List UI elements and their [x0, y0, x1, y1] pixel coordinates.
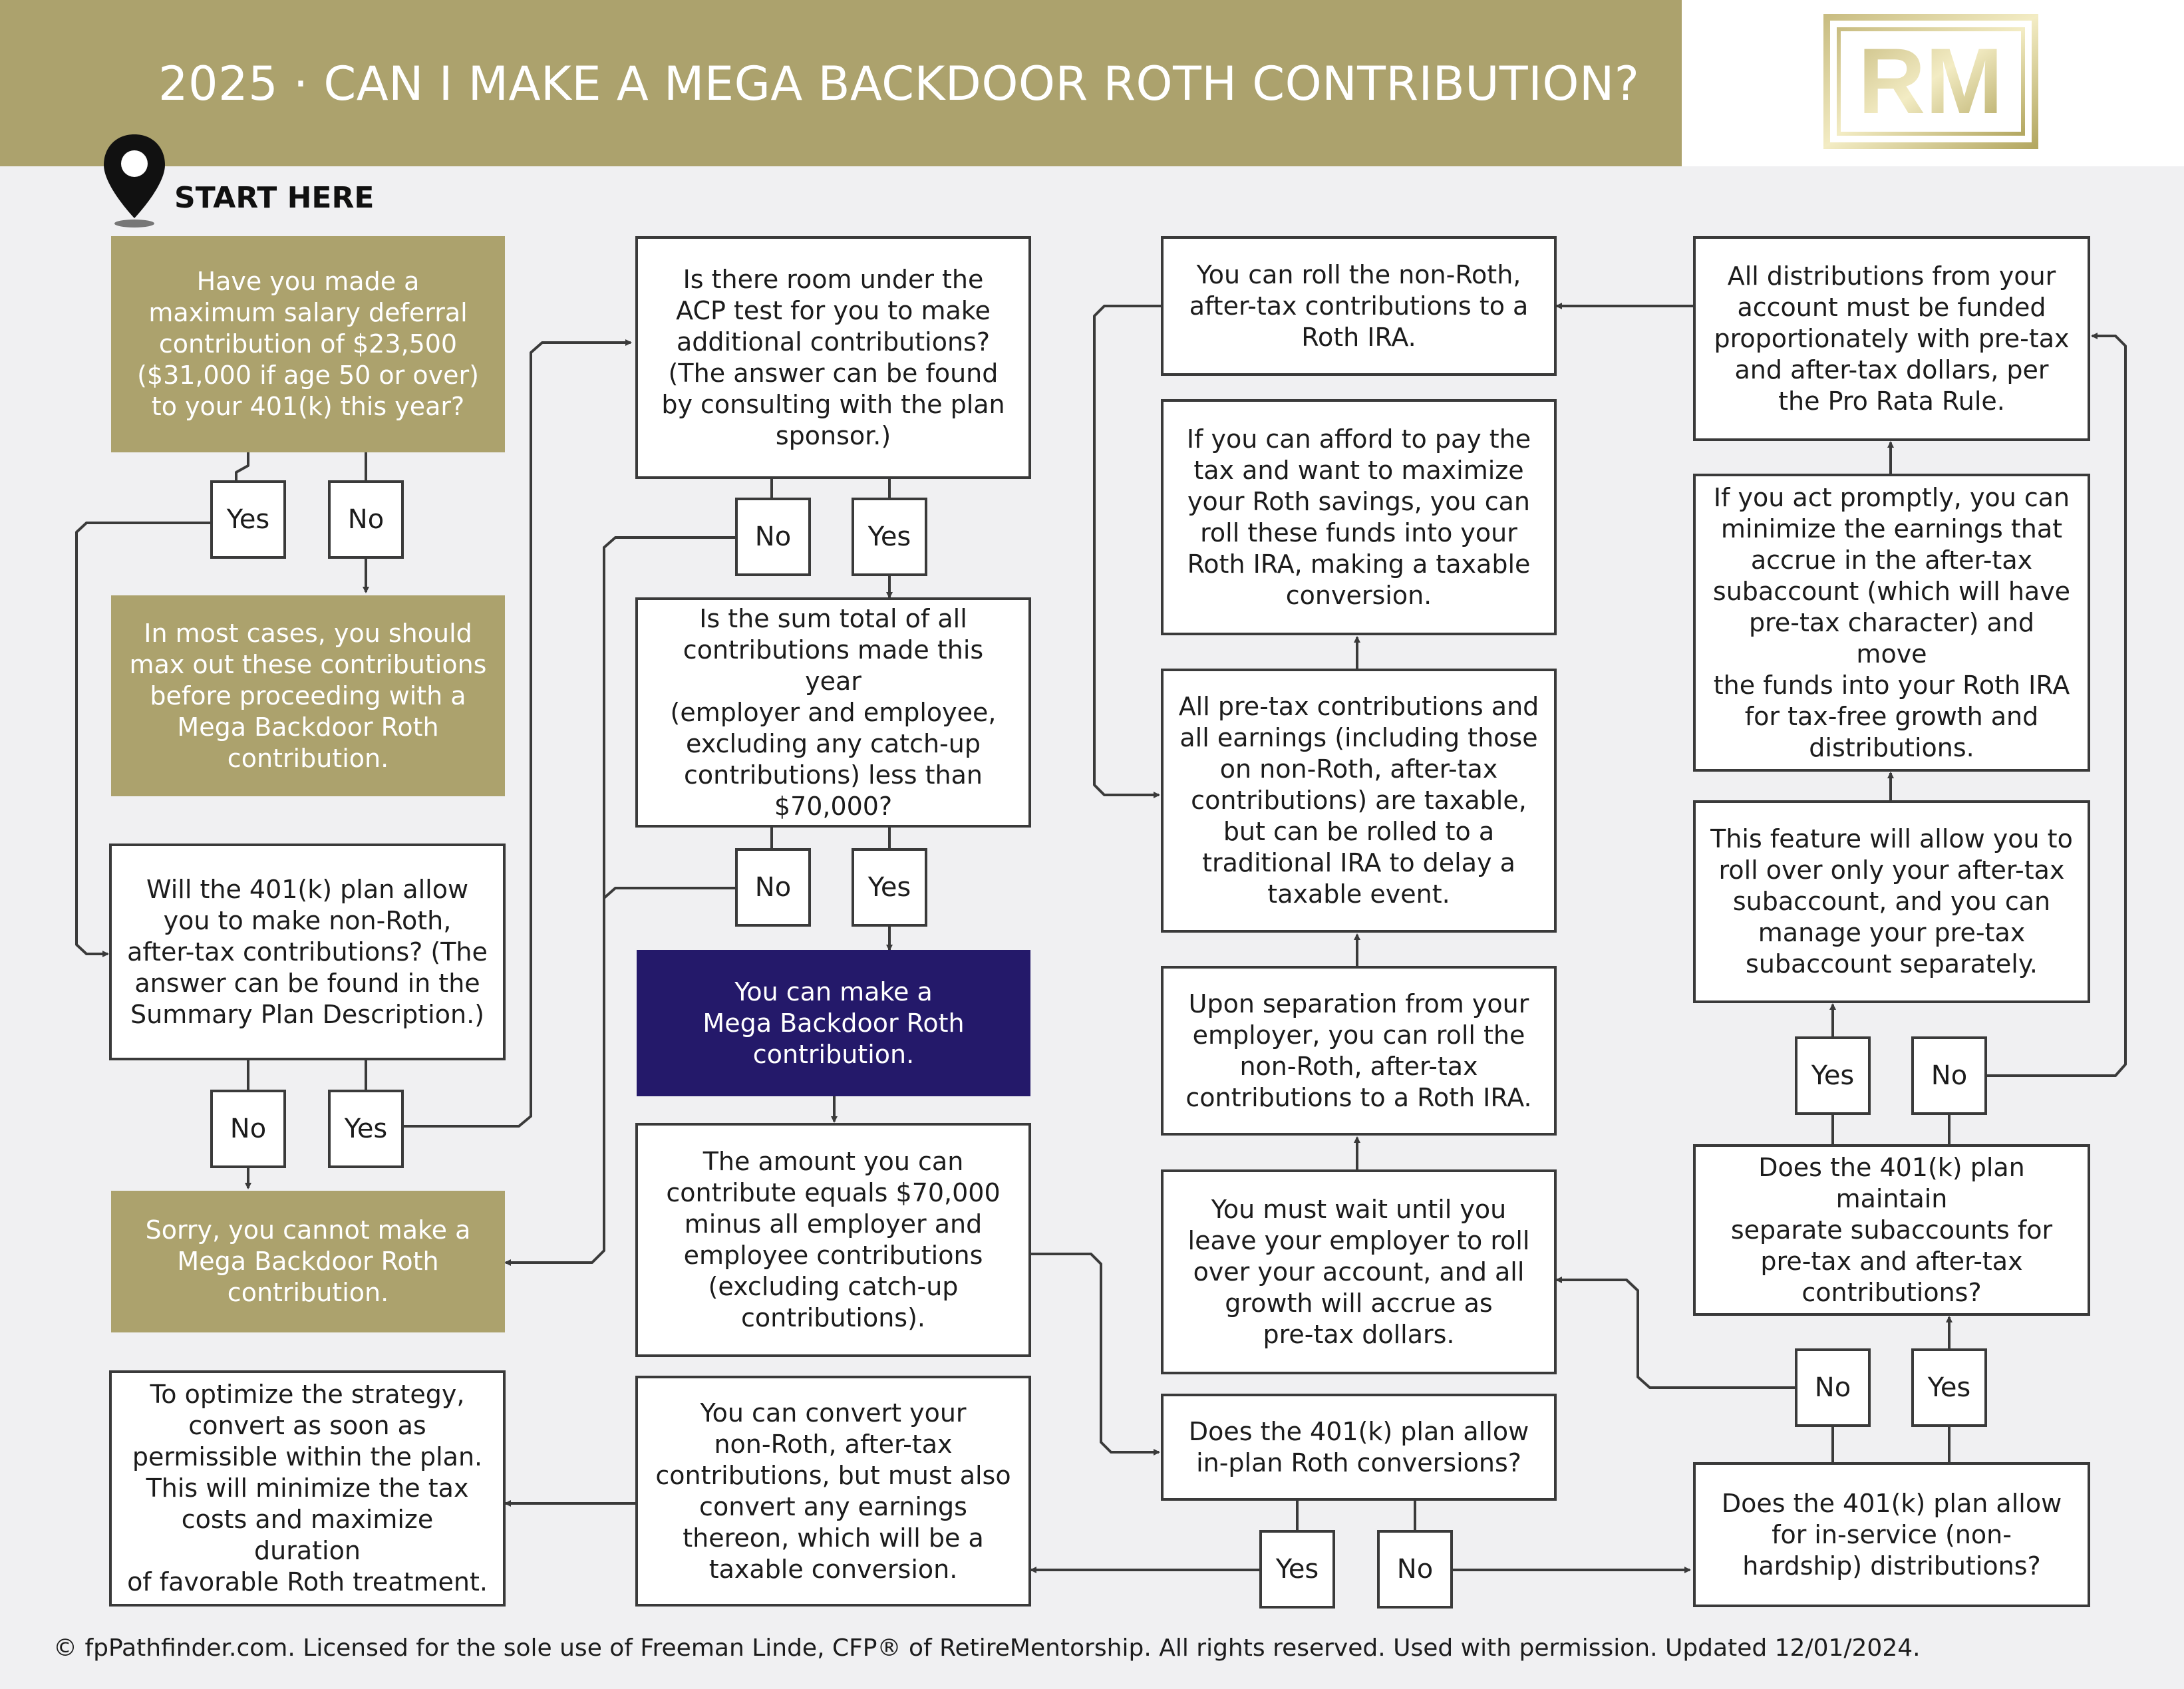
r-feature-rollover-text: This feature will allow you to roll over…: [1710, 824, 2073, 979]
yes-label: Yes: [344, 1114, 388, 1144]
q-max-deferral-text: Have you made a maximum salary deferral …: [137, 267, 479, 421]
r-pretax-taxable: All pre-tax contributions and all earnin…: [1161, 669, 1557, 933]
r-optimize-text: To optimize the strategy, convert as soo…: [127, 1380, 488, 1597]
q-in-plan-roth: Does the 401(k) plan allow in-plan Roth …: [1161, 1394, 1557, 1501]
answer-yes-subaccounts[interactable]: Yes: [1795, 1036, 1871, 1115]
q-in-service-text: Does the 401(k) plan allow for in-servic…: [1721, 1488, 2062, 1581]
r-max-out-first-text: In most cases, you should max out these …: [129, 618, 487, 773]
answer-yes-in-service[interactable]: Yes: [1911, 1348, 1987, 1427]
no-label: No: [347, 504, 385, 535]
r-convert-earnings: You can convert your non-Roth, after-tax…: [635, 1376, 1031, 1607]
r-pretax-taxable-text: All pre-tax contributions and all earnin…: [1178, 692, 1539, 909]
no-label: No: [1396, 1554, 1434, 1585]
no-label: No: [230, 1114, 267, 1144]
q-sum-total-text: Is the sum total of all contributions ma…: [670, 603, 997, 821]
r-act-promptly-text: If you act promptly, you can minimize th…: [1712, 482, 2071, 762]
no-label: No: [1931, 1060, 1968, 1091]
answer-yes-acp[interactable]: Yes: [852, 498, 927, 576]
q-acp-room-text: Is there room under the ACP test for you…: [661, 264, 1005, 450]
footer-copyright: © fpPathfinder.com. Licensed for the sol…: [53, 1634, 1921, 1662]
r-roll-non-roth-text: You can roll the non-Roth, after-tax con…: [1189, 259, 1529, 352]
yes-label: Yes: [1927, 1372, 1971, 1403]
yes-label: Yes: [1275, 1554, 1319, 1585]
r-upon-separation-text: Upon separation from your employer, you …: [1185, 989, 1532, 1112]
r-can-make-text: You can make a Mega Backdoor Roth contri…: [702, 977, 965, 1069]
r-act-promptly: If you act promptly, you can minimize th…: [1693, 474, 2090, 772]
rm-logo: RM: [1823, 14, 2038, 149]
answer-no-in-service[interactable]: No: [1795, 1348, 1871, 1427]
yes-label: Yes: [867, 872, 911, 903]
start-here-label: START HERE: [174, 181, 375, 215]
q-subaccounts-text: Does the 401(k) plan maintain separate s…: [1730, 1152, 2053, 1307]
answer-yes-plan-allows[interactable]: Yes: [328, 1090, 404, 1168]
r-optimize: To optimize the strategy, convert as soo…: [109, 1370, 506, 1607]
q-plan-allows-after-tax: Will the 401(k) plan allow you to make n…: [109, 844, 506, 1060]
r-upon-separation: Upon separation from your employer, you …: [1161, 966, 1557, 1136]
q-subaccounts: Does the 401(k) plan maintain separate s…: [1693, 1144, 2090, 1316]
q-plan-allows-after-tax-text: Will the 401(k) plan allow you to make n…: [127, 874, 488, 1029]
header-bar: [0, 0, 1682, 166]
r-pro-rata-text: All distributions from your account must…: [1714, 261, 2070, 416]
answer-yes-in-plan[interactable]: Yes: [1259, 1530, 1335, 1609]
yes-label: Yes: [1811, 1060, 1855, 1091]
no-label: No: [754, 522, 792, 552]
logo-text: RM: [1858, 29, 2003, 133]
q-in-plan-roth-text: Does the 401(k) plan allow in-plan Roth …: [1188, 1416, 1529, 1477]
yes-label: Yes: [226, 504, 270, 535]
r-must-wait: You must wait until you leave your emplo…: [1161, 1169, 1557, 1374]
r-afford-tax-text: If you can afford to pay the tax and wan…: [1186, 424, 1531, 610]
page-title: 2025 · CAN I MAKE A MEGA BACKDOOR ROTH C…: [158, 57, 1640, 111]
q-sum-total: Is the sum total of all contributions ma…: [635, 597, 1031, 828]
r-must-wait-text: You must wait until you leave your emplo…: [1187, 1194, 1530, 1349]
r-sorry-cannot: Sorry, you cannot make a Mega Backdoor R…: [111, 1191, 505, 1332]
r-amount-text: The amount you can contribute equals $70…: [666, 1147, 1001, 1332]
r-convert-earnings-text: You can convert your non-Roth, after-tax…: [655, 1398, 1011, 1584]
answer-no-max-deferral[interactable]: No: [328, 480, 404, 559]
r-feature-rollover: This feature will allow you to roll over…: [1693, 800, 2090, 1003]
no-label: No: [754, 872, 792, 903]
q-in-service: Does the 401(k) plan allow for in-servic…: [1693, 1462, 2090, 1607]
q-max-deferral: Have you made a maximum salary deferral …: [111, 236, 505, 452]
r-can-make: You can make a Mega Backdoor Roth contri…: [637, 950, 1030, 1096]
r-amount: The amount you can contribute equals $70…: [635, 1123, 1031, 1357]
r-afford-tax: If you can afford to pay the tax and wan…: [1161, 399, 1557, 635]
answer-no-plan-allows[interactable]: No: [210, 1090, 286, 1168]
answer-yes-sum[interactable]: Yes: [852, 848, 927, 927]
answer-no-acp[interactable]: No: [735, 498, 811, 576]
r-pro-rata: All distributions from your account must…: [1693, 236, 2090, 441]
r-roll-non-roth: You can roll the non-Roth, after-tax con…: [1161, 236, 1557, 376]
location-pin-icon: [104, 134, 165, 228]
yes-label: Yes: [867, 522, 911, 552]
answer-yes-max-deferral[interactable]: Yes: [210, 480, 286, 559]
r-max-out-first: In most cases, you should max out these …: [111, 595, 505, 796]
q-acp-room: Is there room under the ACP test for you…: [635, 236, 1031, 479]
answer-no-in-plan[interactable]: No: [1377, 1530, 1453, 1609]
no-label: No: [1814, 1372, 1851, 1403]
answer-no-subaccounts[interactable]: No: [1911, 1036, 1987, 1115]
answer-no-sum[interactable]: No: [735, 848, 811, 927]
r-sorry-cannot-text: Sorry, you cannot make a Mega Backdoor R…: [145, 1215, 471, 1307]
